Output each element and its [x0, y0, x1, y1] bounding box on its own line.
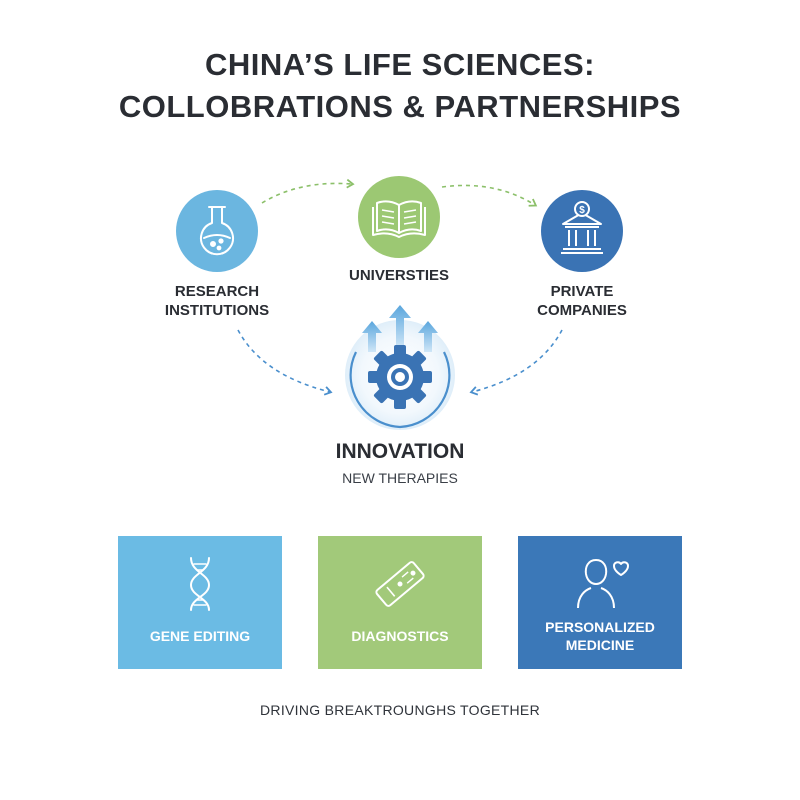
private-label: PRIVATE COMPANIES	[537, 283, 627, 319]
up-arrows-icon	[362, 305, 438, 352]
gear-icon	[368, 345, 432, 409]
universities-node	[358, 176, 440, 258]
card-label: PERSONALIZED MEDICINE	[545, 619, 655, 653]
innovation-title: INNOVATION	[335, 440, 465, 463]
card-label: GENE EDITING	[149, 628, 251, 644]
title-line-1: CHINA’S LIFE SCIENCES:	[205, 47, 595, 82]
card-diagnostics: DIAGNOSTICS	[318, 536, 482, 669]
arrow-private-to-innovation	[469, 329, 563, 396]
title-line-2: COLLOBRATIONS & PARTNERSHIPS	[118, 89, 682, 124]
research-label: RESEARCH INSTITUTIONS	[164, 283, 270, 319]
card-personalized-medicine: PERSONALIZED MEDICINE	[518, 536, 682, 669]
card-label: DIAGNOSTICS	[351, 628, 449, 644]
research-node	[176, 190, 258, 272]
innovation-subtitle: NEW THERAPIES	[342, 470, 458, 486]
flask-icon	[200, 206, 234, 256]
svg-text:$: $	[579, 205, 585, 216]
arrow-research-to-universities	[261, 178, 355, 204]
bank-building-icon: $	[561, 201, 603, 254]
private-node: $	[541, 190, 623, 272]
test-strip-icon	[375, 561, 425, 607]
open-book-icon	[372, 200, 426, 238]
arrow-research-to-innovation	[237, 329, 333, 396]
arrow-universities-to-private	[441, 184, 538, 207]
person-heart-icon	[577, 559, 629, 609]
footer-tagline: DRIVING BREAKTROUNGHS TOGETHER	[260, 702, 540, 718]
dna-icon	[189, 557, 211, 611]
page-title: CHINA’S LIFE SCIENCES: COLLOBRATIONS & P…	[0, 44, 800, 128]
card-gene-editing: GENE EDITING	[118, 536, 282, 669]
universities-label: UNIVERSTIES	[348, 267, 450, 284]
innovation-node	[345, 305, 455, 430]
